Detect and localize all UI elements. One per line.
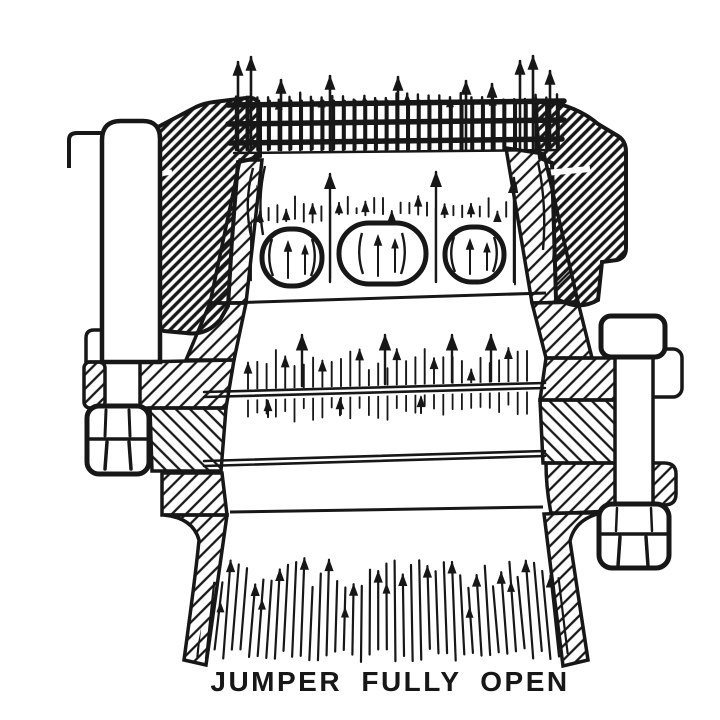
jumper-port-right: [442, 224, 507, 285]
right-hex-nut: [596, 501, 672, 571]
jumper-plate-edges: [199, 381, 550, 469]
inlet-pipe-wall-left: [163, 513, 230, 668]
jumper-ports: [259, 220, 507, 289]
jumper-port-center: [336, 220, 429, 287]
left-hex-nut: [84, 403, 152, 477]
pipe-mouth-line: [229, 505, 544, 514]
left-stud-bolt: [67, 118, 163, 365]
slotted-outlet-band: [225, 98, 567, 155]
flow-arrows-mid: [243, 333, 528, 423]
figure-caption: JUMPER FULLY OPEN: [210, 666, 570, 697]
flow-arrows-chamber: [248, 170, 520, 286]
stud-bracket-line: [67, 131, 102, 168]
bolt-shank: [613, 352, 655, 508]
flow-arrows-inlet: [196, 557, 569, 663]
body-wall-upper-right: [529, 300, 595, 360]
right-flange-bolt: [596, 313, 684, 571]
bolt-head: [598, 313, 668, 360]
chamber-floor-line: [225, 291, 547, 305]
flange-left: [82, 358, 237, 517]
jumper-port-flow-marks: [268, 232, 498, 279]
jumper-port-left: [259, 226, 325, 289]
